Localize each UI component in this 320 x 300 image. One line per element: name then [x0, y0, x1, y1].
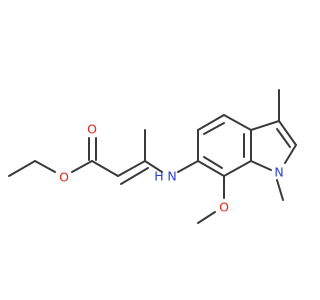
bond-nh-ring — [177, 160, 199, 173]
atom-hydrogen-amine: H — [154, 169, 163, 184]
bond-n-methyl — [276, 179, 284, 201]
bond-ring-3 — [223, 114, 252, 131]
bond-c-c-alkene-single — [91, 160, 119, 177]
bond-alkene-2 — [120, 167, 149, 185]
bond-layer — [8, 89, 297, 224]
bond-pyrrole-c3-c2-inner — [276, 128, 291, 148]
bond-ring-2 — [197, 114, 225, 131]
atom-nitrogen-amine: N — [167, 169, 176, 184]
label-layer: O O N H N O — [59, 122, 284, 215]
bond-o-carbonyl-c — [71, 160, 93, 173]
bond-ch3-ch2 — [8, 160, 36, 177]
bond-c-nh — [144, 160, 163, 173]
atom-nitrogen-indole: N — [274, 165, 283, 180]
bond-methoxy-o-ch3 — [197, 211, 216, 224]
bond-ring-2-inner — [203, 122, 225, 135]
bond-pyrrole-c2-n — [284, 144, 297, 164]
molecule-structure: O O N H N O — [8, 89, 297, 224]
bond-ring-6-inner — [203, 156, 223, 169]
bond-ring-5 — [223, 160, 252, 177]
bond-alkene-1 — [117, 160, 146, 177]
bond-ring-6 — [197, 160, 225, 177]
bond-pyrrole-c3a-c3 — [250, 120, 280, 131]
atom-oxygen-methoxy: O — [219, 200, 229, 215]
bond-ch2-o — [34, 160, 56, 173]
bond-pyrrole-c3-c2 — [278, 120, 297, 146]
atom-oxygen-ester: O — [59, 170, 69, 185]
atom-oxygen-carbonyl: O — [87, 122, 97, 137]
bond-pyrrole-n-c7a — [250, 160, 272, 171]
